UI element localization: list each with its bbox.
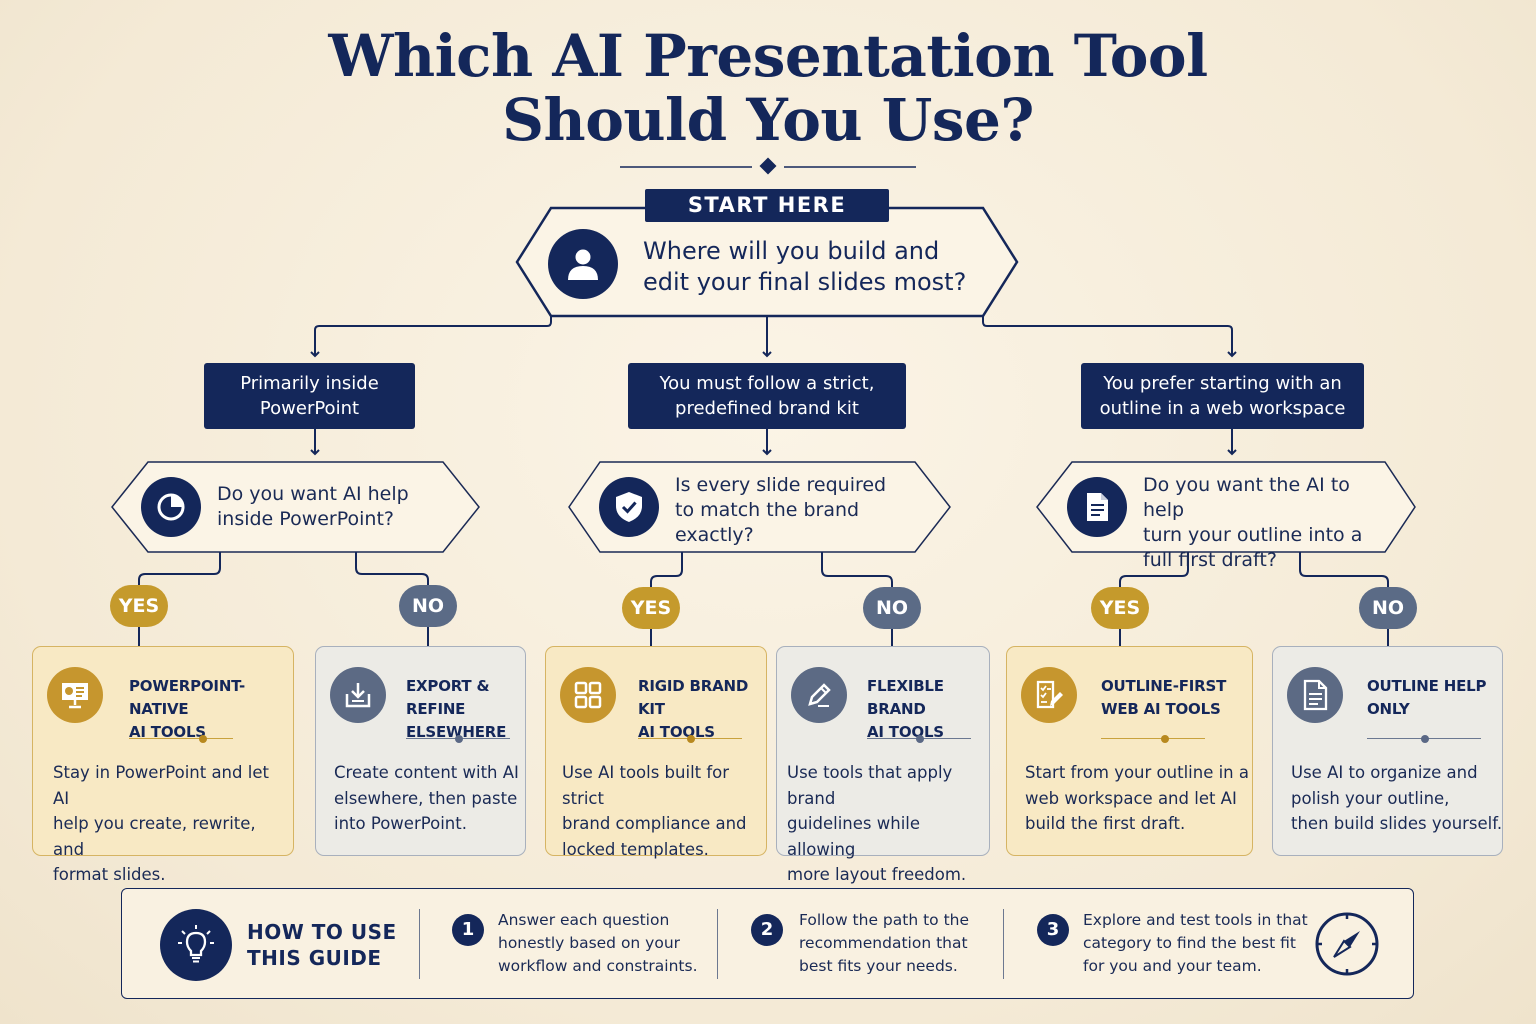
clock-icon xyxy=(141,477,201,537)
question-hexagon-2 xyxy=(568,461,951,553)
question-match-brand: Is every slide required to match the bra… xyxy=(675,474,887,546)
question-hexagon-1 xyxy=(111,461,480,553)
step-number-1: 1 xyxy=(452,914,484,946)
step-number-3: 3 xyxy=(1037,914,1069,946)
yes-pill-2: YES xyxy=(622,587,680,629)
pencil-icon xyxy=(791,667,847,723)
guide-title: HOW TO USE THIS GUIDE xyxy=(247,920,397,970)
document-icon xyxy=(1287,667,1343,723)
download-tray-icon xyxy=(330,667,386,723)
checklist-pencil-icon xyxy=(1021,667,1077,723)
yes-pill-3: YES xyxy=(1091,587,1149,629)
document-icon xyxy=(1067,477,1127,537)
step-number-2: 2 xyxy=(751,914,783,946)
no-pill-3: NO xyxy=(1359,587,1417,629)
shield-check-icon xyxy=(599,477,659,537)
no-pill-1: NO xyxy=(399,585,457,627)
question-ai-help: Do you want AI help inside PowerPoint? xyxy=(217,483,409,530)
page-title-line1: Which AI Presentation Tool xyxy=(328,22,1208,90)
yes-pill-1: YES xyxy=(110,585,168,627)
no-pill-2: NO xyxy=(863,587,921,629)
question-hexagon-3 xyxy=(1036,461,1416,553)
question-first-draft: Do you want the AI to help turn your out… xyxy=(1143,474,1363,571)
title-divider xyxy=(620,157,916,175)
user-icon xyxy=(548,229,618,299)
presentation-icon xyxy=(47,667,103,723)
branch-brand-kit: You must follow a strict,predefined bran… xyxy=(628,363,906,429)
page-title-line2: Should You Use? xyxy=(502,86,1034,154)
how-to-use-panel: HOW TO USE THIS GUIDE 1 Answer each ques… xyxy=(121,888,1414,999)
grid-icon xyxy=(560,667,616,723)
start-question: Where will you build and edit your final… xyxy=(643,237,967,296)
lightbulb-icon xyxy=(160,909,232,981)
compass-icon xyxy=(1312,909,1382,979)
start-here-label: START HERE xyxy=(645,189,889,222)
